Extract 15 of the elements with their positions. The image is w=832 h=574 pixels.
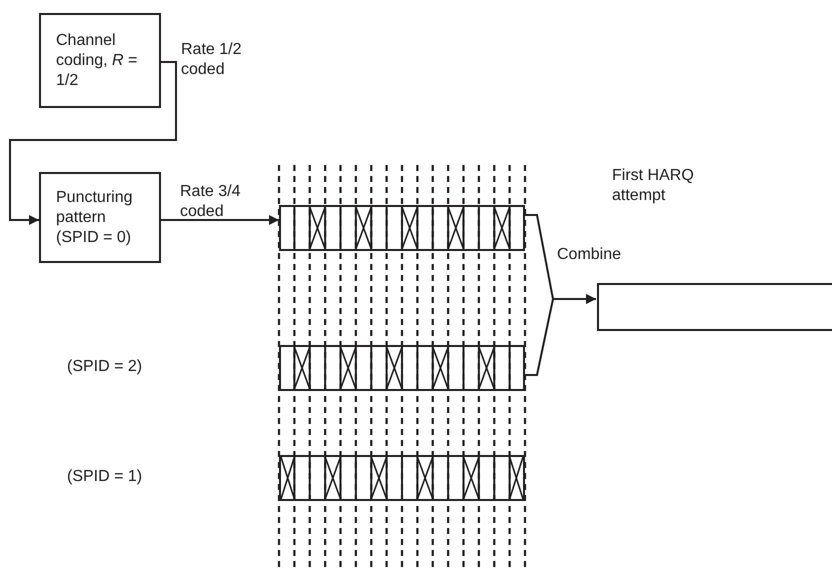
edge-label: Rate 3/4 coded (180, 182, 242, 222)
arrow (9, 61, 177, 225)
bit-pattern-bar (279, 345, 525, 391)
row-label: (SPID = 1) (67, 467, 144, 487)
annotation-text: First HARQ attempt (612, 166, 695, 206)
process-box: Channel coding, R = 1/2 (39, 13, 161, 108)
edge-label: Rate 1/2 coded (181, 40, 242, 80)
combined-block (597, 283, 832, 331)
bit-pattern-bar (279, 455, 525, 501)
arrow (525, 294, 596, 376)
process-box: Puncturing pattern (SPID = 0) (39, 172, 161, 263)
bit-pattern-bar (279, 205, 525, 251)
arrow (161, 215, 279, 225)
row-label: (SPID = 2) (67, 357, 144, 377)
edge-label: Combine (557, 245, 622, 265)
